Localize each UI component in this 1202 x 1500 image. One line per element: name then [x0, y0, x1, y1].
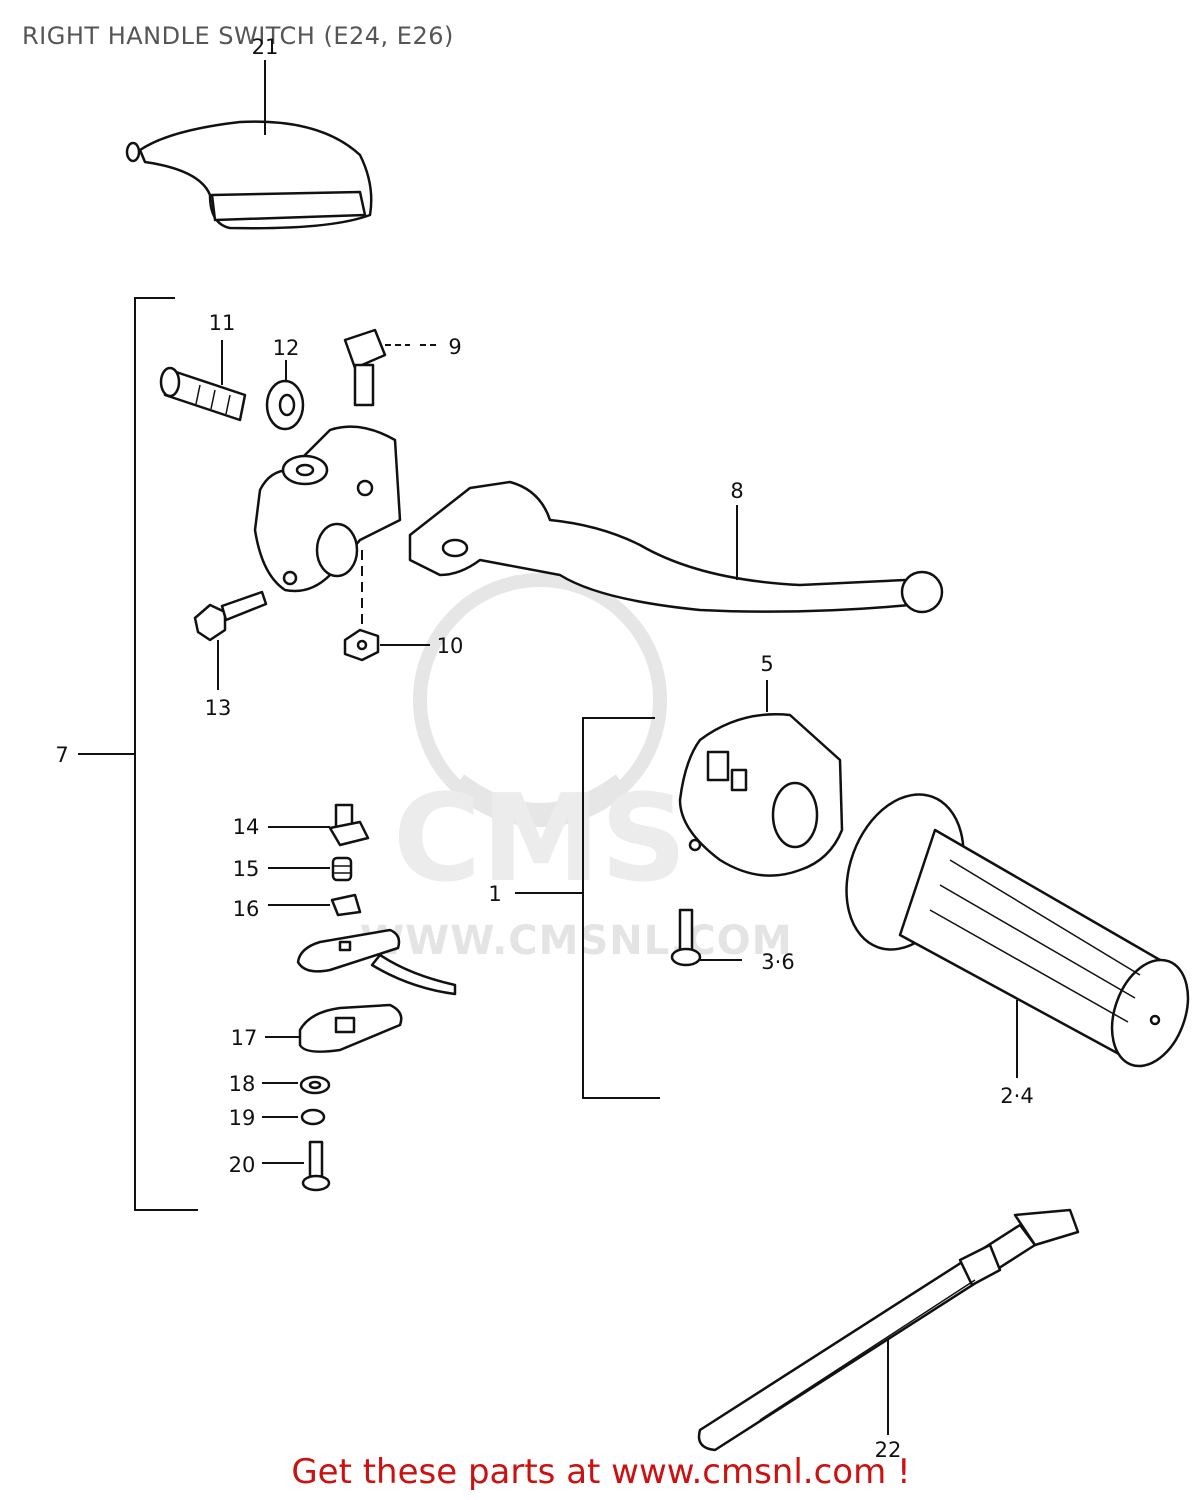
part-11-adjuster-screw: [159, 366, 247, 422]
callout-11: 11: [209, 311, 236, 335]
footer-link-text[interactable]: Get these parts at www.cmsnl.com !: [291, 1452, 911, 1492]
watermark-url: WWW.CMSNL.COM: [360, 918, 793, 964]
part-7-lever-holder: [253, 425, 402, 593]
part-12-lock-nut: [265, 379, 305, 431]
callout-14: 14: [233, 815, 260, 839]
part-17-switch-base: [298, 1003, 403, 1053]
part-14-pin: [328, 803, 370, 847]
part-19-washer: [300, 1108, 326, 1126]
part-18-washer: [299, 1075, 331, 1095]
callout-21: 21: [252, 35, 279, 59]
part-13-bolt: [193, 590, 268, 642]
watermark-brand: CMS: [393, 770, 687, 909]
part-8-brake-lever: [408, 480, 944, 614]
callout-3-6: 3·6: [761, 950, 794, 974]
callout-17: 17: [231, 1026, 258, 1050]
part-wire-plate: [296, 928, 457, 996]
callout-5: 5: [760, 652, 773, 676]
part-9-pivot-bolt: [343, 328, 387, 407]
callout-19: 19: [229, 1106, 256, 1130]
callout-8: 8: [730, 479, 743, 503]
callout-20: 20: [229, 1153, 256, 1177]
part-10-nut: [343, 628, 380, 662]
callout-22: 22: [875, 1438, 902, 1462]
callout-15: 15: [233, 857, 260, 881]
part-16-clip: [330, 893, 362, 917]
callout-12: 12: [273, 336, 300, 360]
part-22-cable-tie: [697, 1208, 1080, 1452]
callout-7: 7: [55, 743, 68, 767]
part-15-spring: [331, 856, 353, 882]
callout-10: 10: [437, 634, 464, 658]
part-2-4-grip: [845, 793, 1190, 1068]
callout-2-4: 2·4: [1000, 1084, 1033, 1108]
part-5-switch-housing: [678, 713, 844, 877]
part-21-switch-cover: [125, 120, 373, 230]
callout-1: 1: [488, 882, 501, 906]
part-20-screw: [301, 1140, 331, 1192]
callout-9: 9: [448, 335, 461, 359]
page-title: RIGHT HANDLE SWITCH (E24, E26): [22, 22, 454, 50]
part-3-6-screw: [670, 908, 702, 967]
callout-13: 13: [205, 696, 232, 720]
callout-16: 16: [233, 897, 260, 921]
callout-18: 18: [229, 1072, 256, 1096]
